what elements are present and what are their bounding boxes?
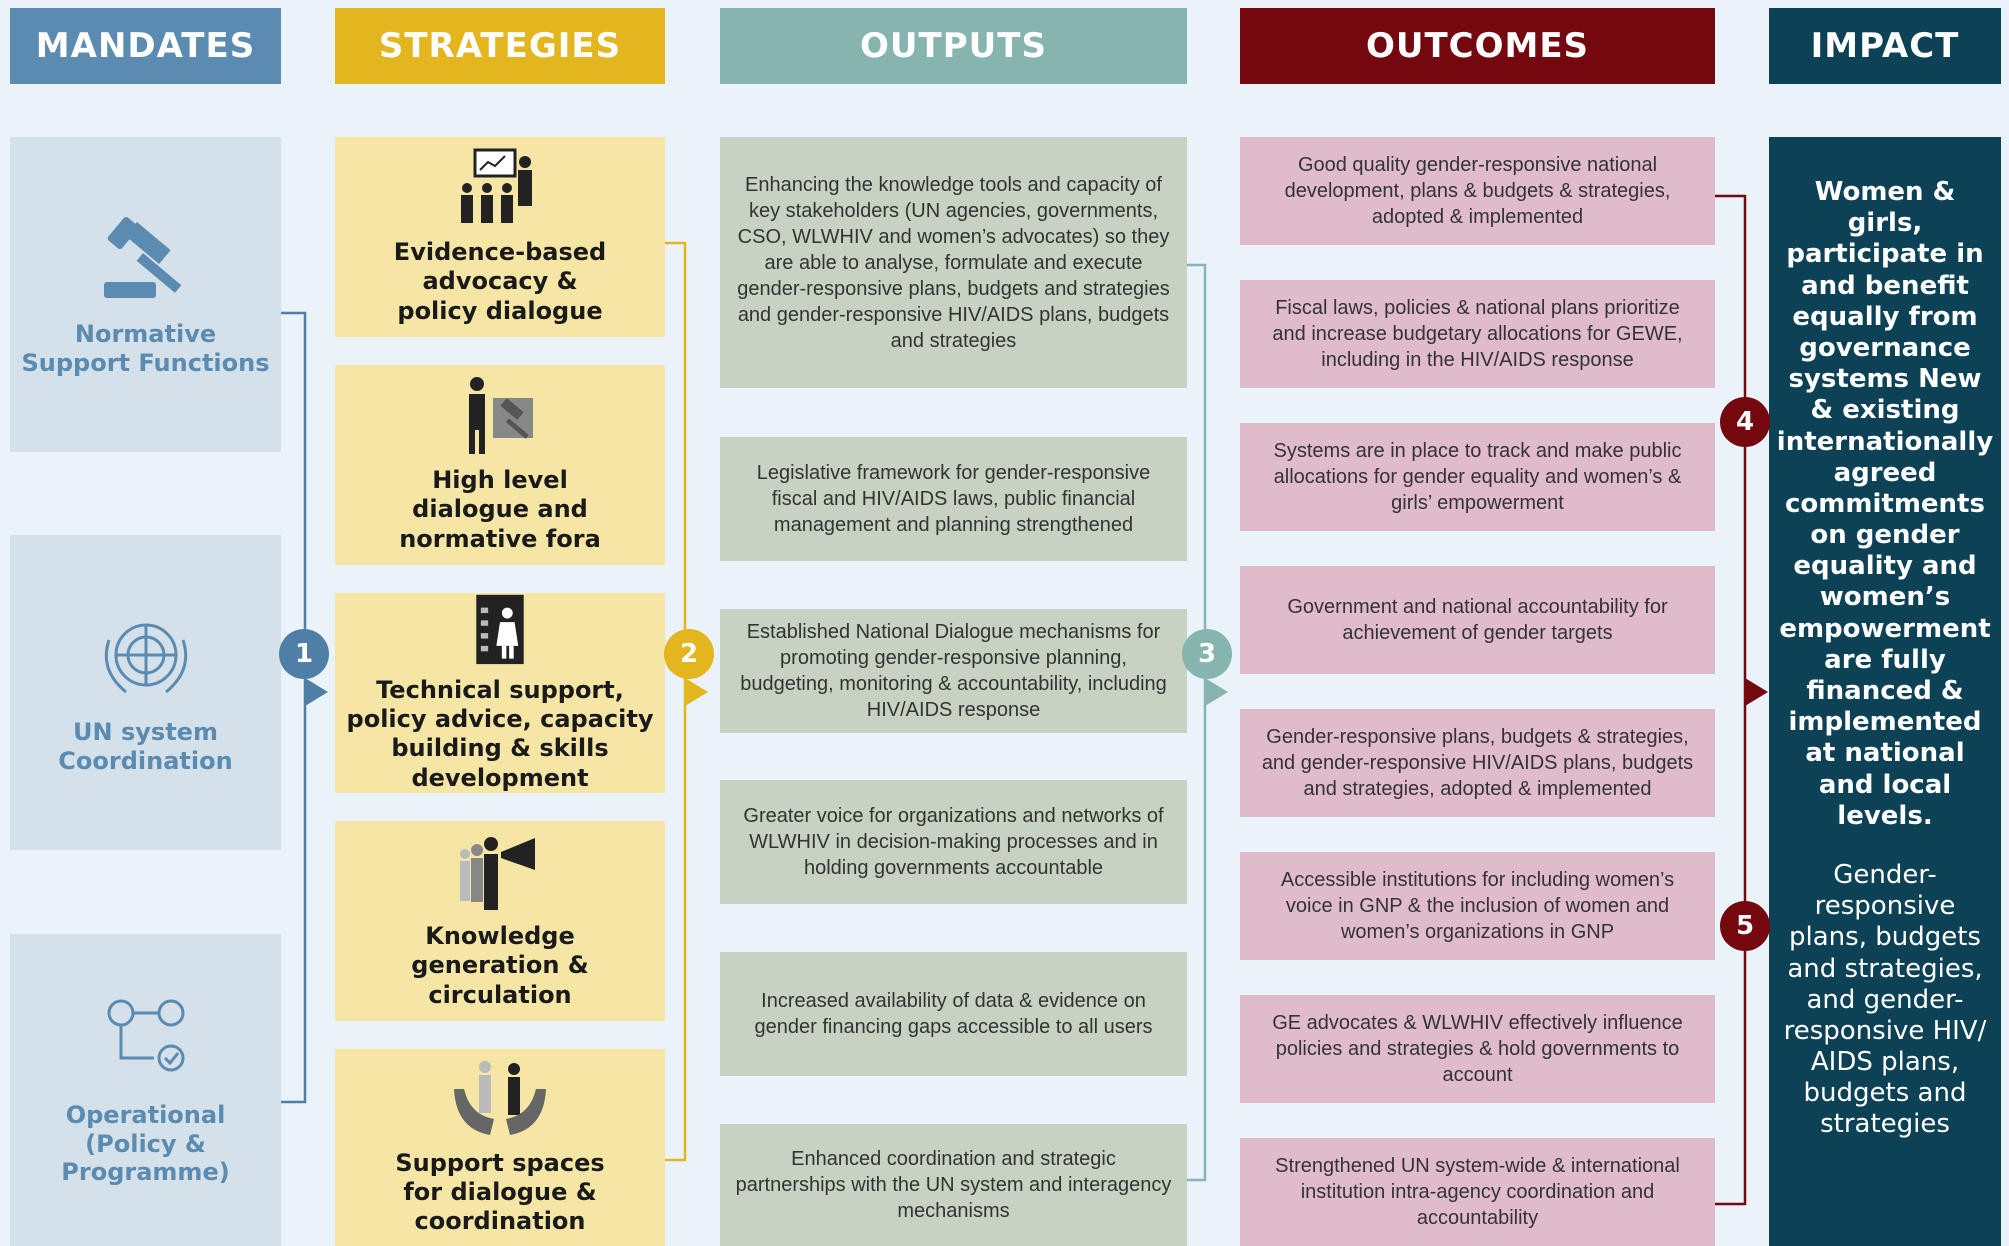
strategy-knowledge: Knowledge generation & circulation bbox=[335, 821, 665, 1021]
impact-box: Women & girls, participate in and benefi… bbox=[1769, 137, 2001, 1246]
output-text: Established National Dialogue mechanisms… bbox=[740, 621, 1167, 721]
outcome-box: Strengthened UN system-wide & internatio… bbox=[1240, 1138, 1715, 1246]
presentation-icon bbox=[461, 148, 532, 224]
header-mandates: MANDATES bbox=[10, 8, 281, 84]
output-box: Enhanced coordination and strategic part… bbox=[720, 1124, 1187, 1246]
impact-substatement: Gender-responsive plans, budgets and str… bbox=[1783, 859, 1987, 1140]
output-box: Legislative framework for gender-respons… bbox=[720, 437, 1187, 561]
outcome-text: Systems are in place to track and make p… bbox=[1273, 440, 1682, 514]
strategy-label: Evidence-based advocacy & policy dialogu… bbox=[393, 238, 607, 325]
outcome-box: Government and national accountability f… bbox=[1240, 566, 1715, 674]
strategy-label: High level dialogue and normative fora bbox=[399, 466, 601, 553]
outcome-text: Gender-responsive plans, budgets & strat… bbox=[1261, 726, 1694, 800]
header-strategies: STRATEGIES bbox=[335, 8, 665, 84]
outcome-box: Fiscal laws, policies & national plans p… bbox=[1240, 280, 1715, 388]
gavel-icon bbox=[103, 216, 181, 298]
outcome-box: Systems are in place to track and make p… bbox=[1240, 423, 1715, 531]
outcome-text: Government and national accountability f… bbox=[1287, 596, 1668, 644]
strategy-evidence-advocacy: Evidence-based advocacy & policy dialogu… bbox=[335, 137, 665, 337]
outcome-text: Strengthened UN system-wide & internatio… bbox=[1275, 1155, 1680, 1229]
outcome-box: Accessible institutions for including wo… bbox=[1240, 852, 1715, 960]
output-text: Greater voice for organizations and netw… bbox=[743, 805, 1164, 879]
strategy-support-spaces: Support spaces for dialogue & coordinati… bbox=[335, 1049, 665, 1246]
connector-2-badge: 2 bbox=[664, 629, 714, 679]
output-box: Increased availability of data & evidenc… bbox=[720, 952, 1187, 1076]
output-text: Legislative framework for gender-respons… bbox=[756, 462, 1151, 536]
outcome-text: Accessible institutions for including wo… bbox=[1280, 869, 1675, 943]
output-text: Enhanced coordination and strategic part… bbox=[735, 1148, 1172, 1222]
arrow-3-icon bbox=[1205, 678, 1228, 706]
mandate-label: Normative Support Functions bbox=[21, 319, 270, 377]
strategy-label: Knowledge generation & circulation bbox=[411, 922, 589, 1009]
output-box: Established National Dialogue mechanisms… bbox=[720, 609, 1187, 733]
output-text: Increased availability of data & evidenc… bbox=[754, 990, 1153, 1038]
checklist-person-icon bbox=[476, 594, 524, 665]
output-box: Enhancing the knowledge tools and capaci… bbox=[720, 137, 1187, 388]
megaphone-people-icon bbox=[460, 837, 535, 911]
connector-5-badge: 5 bbox=[1720, 901, 1770, 951]
strategy-label: Support spaces for dialogue & coordinati… bbox=[395, 1148, 605, 1236]
outcome-box: Good quality gender-responsive national … bbox=[1240, 137, 1715, 245]
outcome-text: Good quality gender-responsive national … bbox=[1284, 154, 1671, 228]
mandate-label: UN system Coordination bbox=[58, 717, 233, 775]
connector-4-badge: 4 bbox=[1720, 397, 1770, 447]
outcome-box: Gender-responsive plans, budgets & strat… bbox=[1240, 709, 1715, 817]
outcome-text: Fiscal laws, policies & national plans p… bbox=[1272, 297, 1683, 371]
impact-statement: Women & girls, participate in and benefi… bbox=[1776, 177, 1994, 831]
output-box: Greater voice for organizations and netw… bbox=[720, 780, 1187, 904]
arrow-1-icon bbox=[305, 678, 328, 706]
mandate-operational: Operational (Policy & Programme) bbox=[10, 934, 281, 1246]
strategy-high-level-dialogue: High level dialogue and normative fora bbox=[335, 365, 665, 565]
arrow-4-icon bbox=[1745, 678, 1768, 706]
outcome-text: GE advocates & WLWHIV effectively influe… bbox=[1272, 1012, 1683, 1086]
mandate-normative: Normative Support Functions bbox=[10, 137, 281, 452]
gears-icon bbox=[107, 999, 184, 1072]
connector-3-badge: 3 bbox=[1182, 629, 1232, 679]
header-impact: IMPACT bbox=[1769, 8, 2001, 84]
strategy-label: Technical support, policy advice, capaci… bbox=[346, 675, 654, 792]
person-gavel-icon bbox=[469, 377, 533, 455]
hands-people-icon bbox=[454, 1060, 546, 1135]
connector-1-badge: 1 bbox=[279, 629, 329, 679]
un-emblem-icon bbox=[104, 623, 187, 693]
header-outputs: OUTPUTS bbox=[720, 8, 1187, 84]
arrow-2-icon bbox=[685, 678, 708, 706]
output-text: Enhancing the knowledge tools and capaci… bbox=[737, 173, 1170, 352]
strategy-technical-support: Technical support, policy advice, capaci… bbox=[335, 593, 665, 793]
mandate-label: Operational (Policy & Programme) bbox=[61, 1100, 230, 1187]
outcome-box: GE advocates & WLWHIV effectively influe… bbox=[1240, 995, 1715, 1103]
header-outcomes: OUTCOMES bbox=[1240, 8, 1715, 84]
mandate-un-coordination: UN system Coordination bbox=[10, 535, 281, 850]
